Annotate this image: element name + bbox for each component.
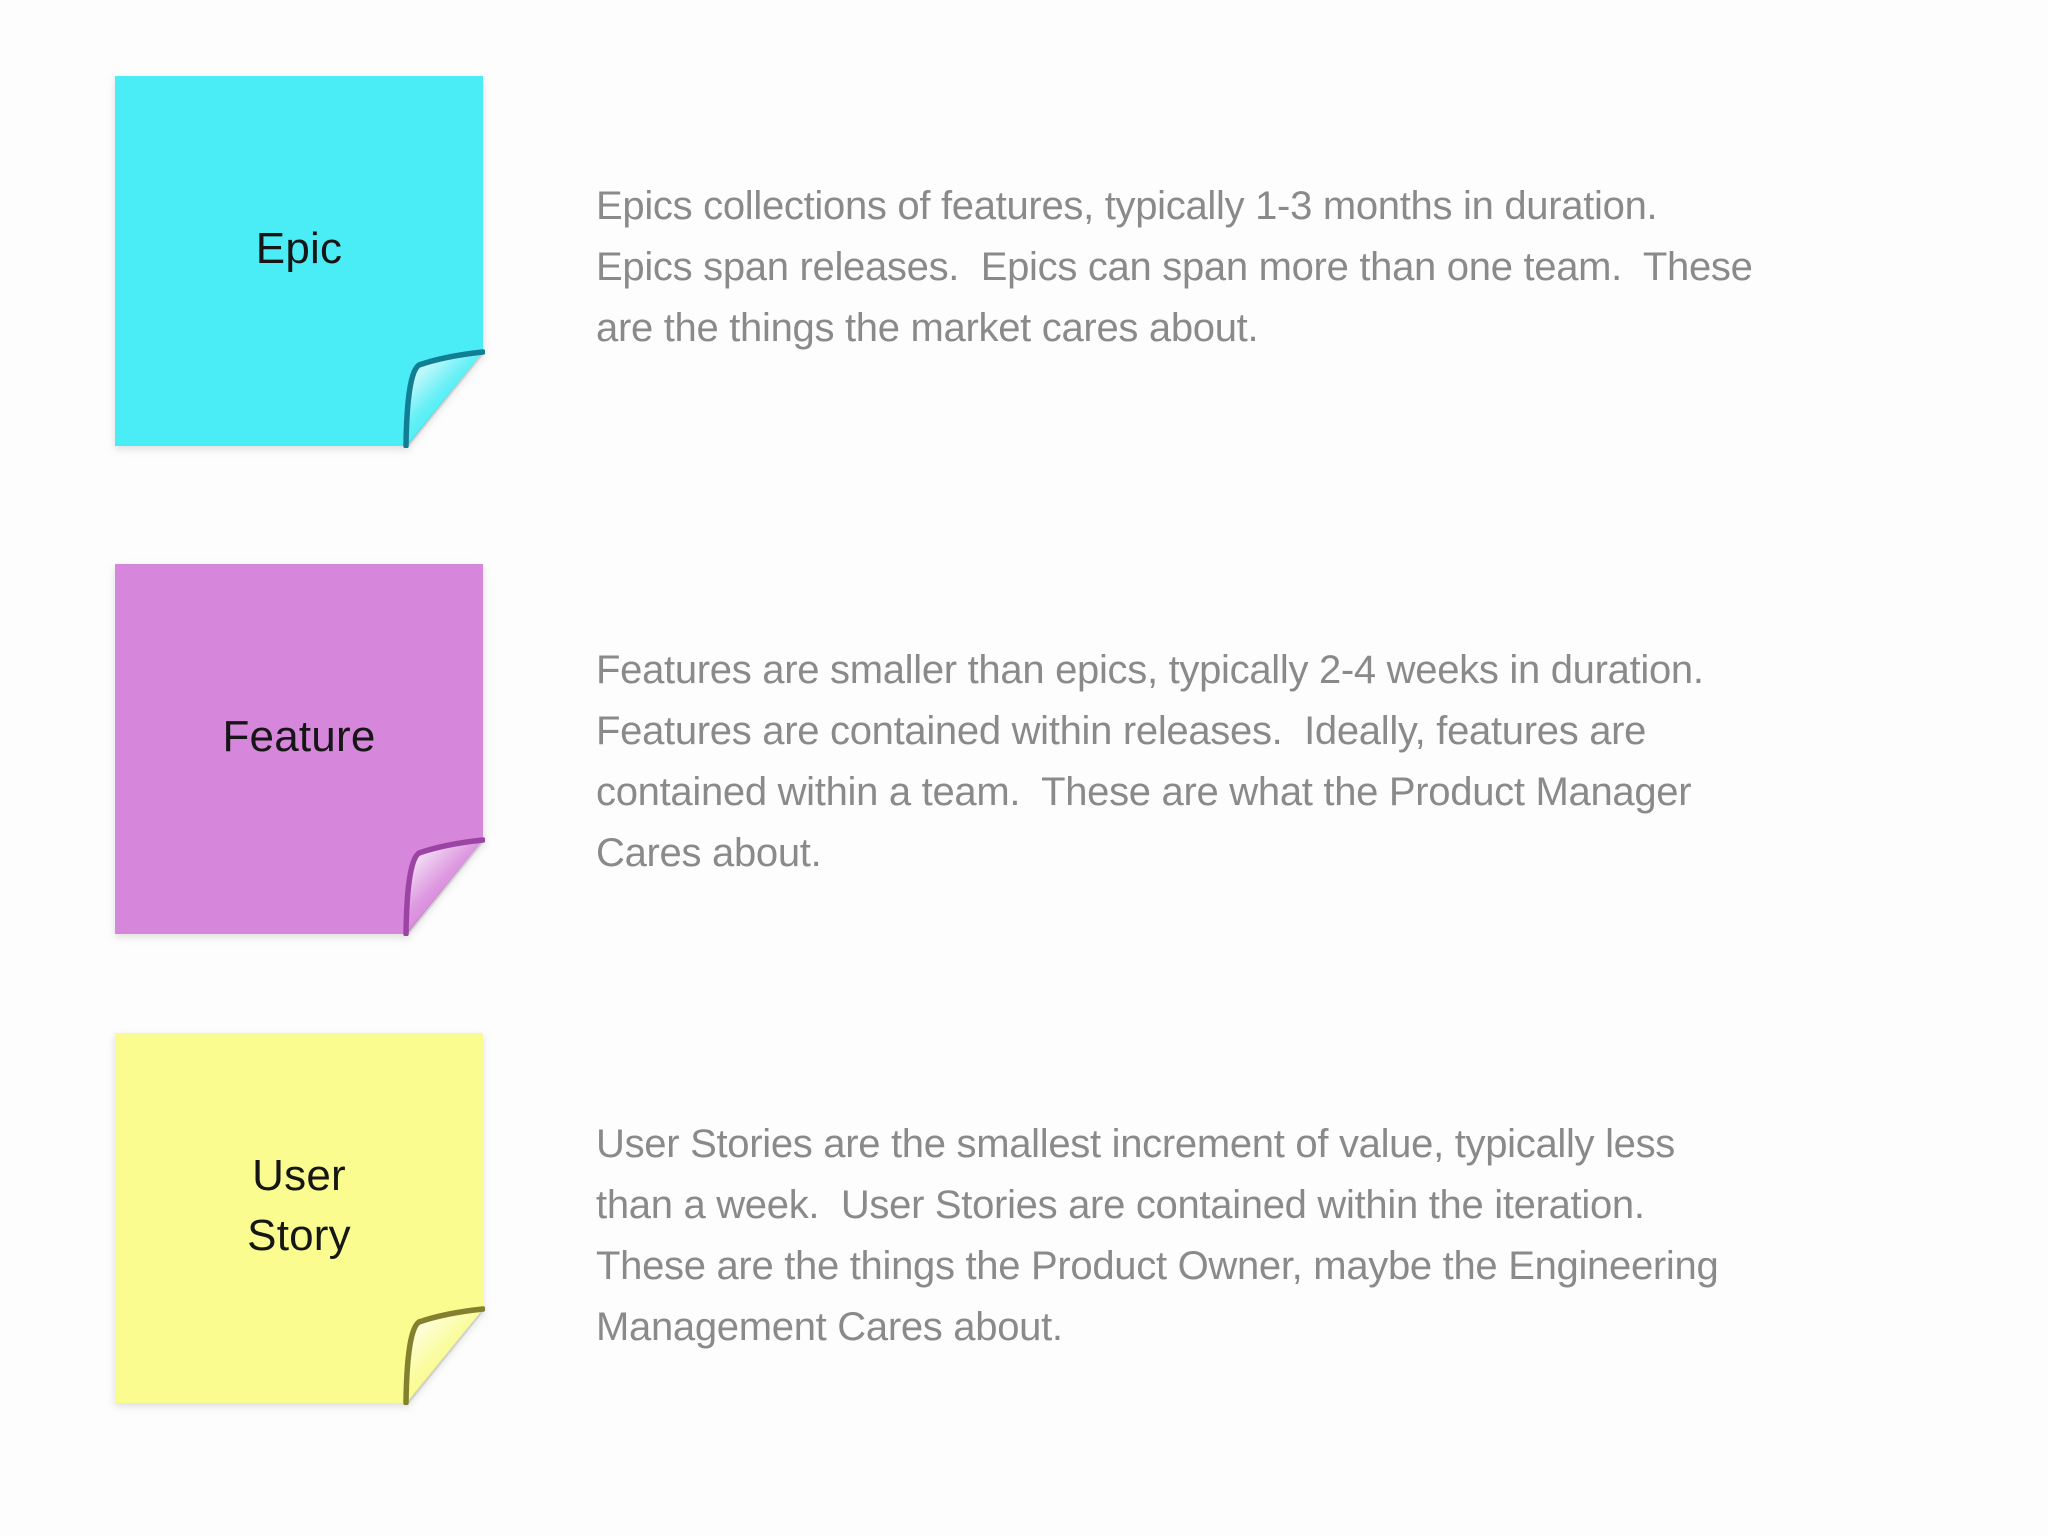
note-paper-shape xyxy=(115,76,483,446)
sticky-note-graphic-user-story xyxy=(115,1033,485,1405)
sticky-note-feature: Feature xyxy=(113,562,485,936)
note-label-epic: Epic xyxy=(255,224,343,273)
note-paper-shape xyxy=(115,1033,483,1403)
note-description-user-story: User Stories are the smallest increment … xyxy=(596,1122,1719,1349)
corner-curl-edge xyxy=(403,349,485,448)
corner-curl-highlight xyxy=(406,840,483,934)
corner-curl-edge xyxy=(403,1306,485,1405)
note-paper-shape xyxy=(115,564,483,934)
note-label-feature: Feature xyxy=(222,712,376,761)
corner-curl-highlight xyxy=(406,1309,483,1403)
sticky-note-graphic-epic xyxy=(115,76,485,448)
corner-curl-edge xyxy=(403,837,485,936)
sticky-note-epic: Epic xyxy=(113,74,485,448)
note-description-epic: Epics collections of features, typically… xyxy=(596,184,1753,350)
sticky-note-graphic-feature xyxy=(115,564,485,936)
note-description-feature: Features are smaller than epics, typical… xyxy=(596,648,1704,875)
corner-curl-highlight xyxy=(406,352,483,446)
note-fold-shadow xyxy=(405,350,485,448)
note-label-user-story: User Story xyxy=(247,1151,351,1260)
note-fold-shadow xyxy=(405,838,485,936)
sticky-note-user-story: User Story xyxy=(113,1031,485,1405)
note-fold-shadow xyxy=(405,1307,485,1405)
